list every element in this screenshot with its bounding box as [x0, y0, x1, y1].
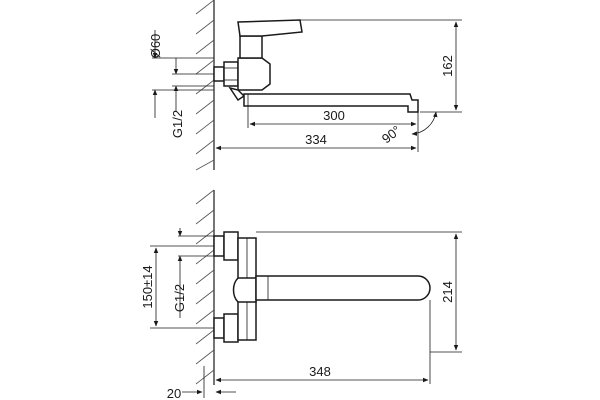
front-view: 150±14 G1/2 214 348 2	[140, 189, 462, 400]
dim-total-reach-front: 348	[215, 352, 431, 384]
dim-spout-reach-label: 300	[323, 108, 345, 123]
dim-total-reach-front-label: 348	[309, 364, 331, 379]
dim-center-distance-label: 150±14	[140, 265, 155, 308]
top-view: Ø60 G1/2 162 300 90°	[148, 0, 462, 171]
dim-center-distance: 150±14	[140, 245, 214, 329]
dim-thread-front-label: G1/2	[172, 284, 187, 312]
dim-height-top-label: 162	[440, 55, 455, 77]
dim-thread-front: G1/2	[172, 228, 214, 318]
faucet-body-front	[213, 231, 431, 343]
dim-diameter: Ø60	[148, 30, 214, 118]
dim-wall-offset-label: 20	[167, 386, 181, 400]
dim-rotation: 90°	[379, 111, 438, 146]
dim-height-front-label: 214	[440, 281, 455, 303]
dim-total-reach-top-label: 334	[305, 132, 327, 147]
dim-thread-top-label: G1/2	[170, 110, 185, 138]
dim-diameter-label: Ø60	[148, 34, 163, 59]
wall-hatching-front	[195, 189, 215, 385]
wall-hatching-top	[195, 0, 215, 171]
dim-wall-offset: 20	[167, 366, 236, 400]
dim-height-front: 214	[256, 231, 462, 353]
dim-rotation-label: 90°	[379, 122, 404, 146]
faucet-body-top	[213, 19, 419, 113]
dim-total-reach-top: 334	[215, 128, 419, 152]
dim-thread-top: G1/2	[170, 58, 214, 138]
